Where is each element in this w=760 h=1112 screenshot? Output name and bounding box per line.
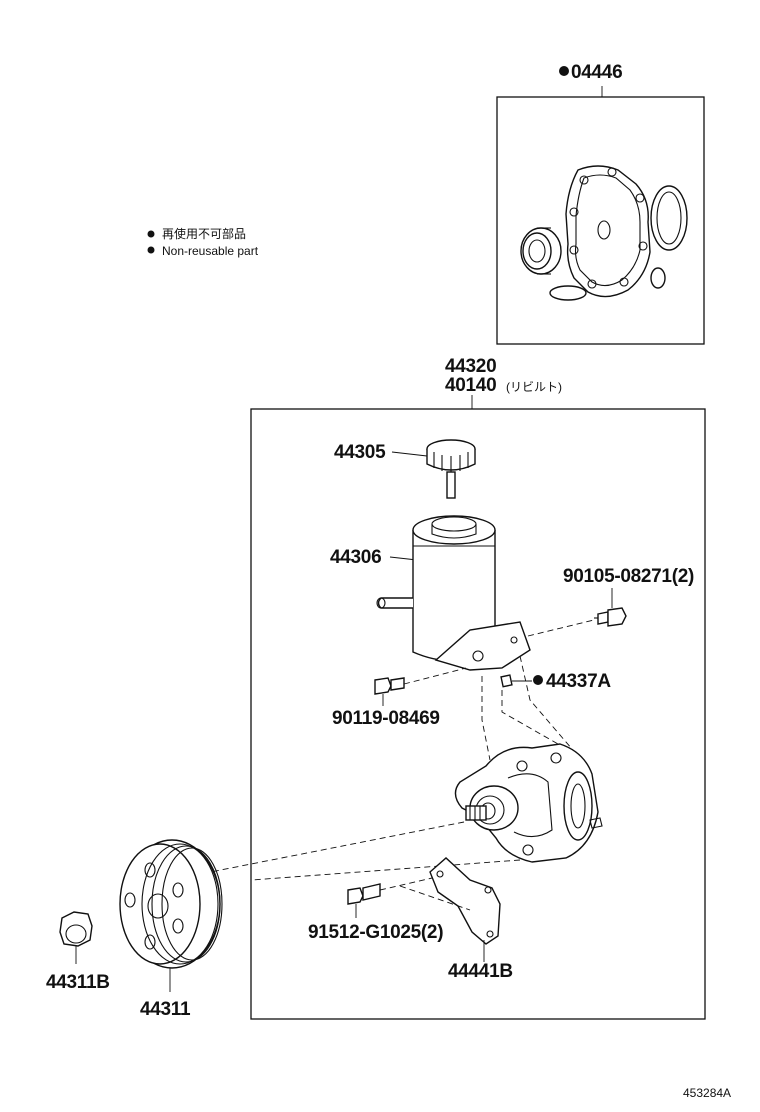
pulley: 44311 <box>119 839 223 1020</box>
bolt-lower: 91512-G1025(2) <box>308 877 471 943</box>
reservoir-cap: 44305 <box>334 439 476 499</box>
non-reusable-dot-icon-2 <box>533 675 543 685</box>
legend-dot-icon <box>147 230 155 238</box>
legend: 再使用不可部品 Non-reusable part <box>147 226 259 258</box>
oil-seal <box>520 227 562 275</box>
kit-frame <box>496 96 705 345</box>
legend-dot-icon-2 <box>147 246 155 254</box>
label-clip[interactable]: 44337A <box>546 671 612 692</box>
o-ring-small <box>549 285 587 301</box>
label-bolt-lower[interactable]: 91512-G1025(2) <box>308 922 444 943</box>
label-kit[interactable]: 04446 <box>571 62 623 83</box>
label-bolt-left[interactable]: 90119-08469 <box>332 708 440 729</box>
pump-bracket: 44441B <box>429 857 513 982</box>
label-bracket[interactable]: 44441B <box>448 961 513 982</box>
legend-line-ja: 再使用不可部品 <box>162 226 246 241</box>
o-ring-tiny <box>650 267 666 289</box>
legend-line-en: Non-reusable part <box>162 244 259 258</box>
label-assy-rebuilt: (リビルト) <box>506 380 562 394</box>
assembly-frame <box>250 408 706 1020</box>
label-cap[interactable]: 44305 <box>334 442 386 463</box>
label-bolt-upper[interactable]: 90105-08271(2) <box>563 566 694 587</box>
gasket-kit-group: 04446 <box>496 62 705 345</box>
gasket-plate <box>565 165 651 298</box>
belt-line-lower <box>251 859 521 881</box>
reservoir-tank: 44306 <box>330 515 531 671</box>
clip: 44337A <box>500 671 612 692</box>
label-reservoir[interactable]: 44306 <box>330 547 382 568</box>
o-ring-large <box>650 185 688 251</box>
bolt-upper: 90105-08271(2) <box>527 566 694 637</box>
bolt-left: 90119-08469 <box>332 667 467 729</box>
label-pulley[interactable]: 44311 <box>140 999 191 1020</box>
nut: 44311B <box>46 911 110 993</box>
label-assy-44320[interactable]: 44320 <box>445 356 497 377</box>
label-nut[interactable]: 44311B <box>46 972 110 993</box>
label-assy-40140[interactable]: 40140 <box>445 375 497 396</box>
non-reusable-dot-icon <box>559 66 569 76</box>
pump-body <box>454 743 603 863</box>
figure-id: 453284A <box>683 1086 731 1100</box>
